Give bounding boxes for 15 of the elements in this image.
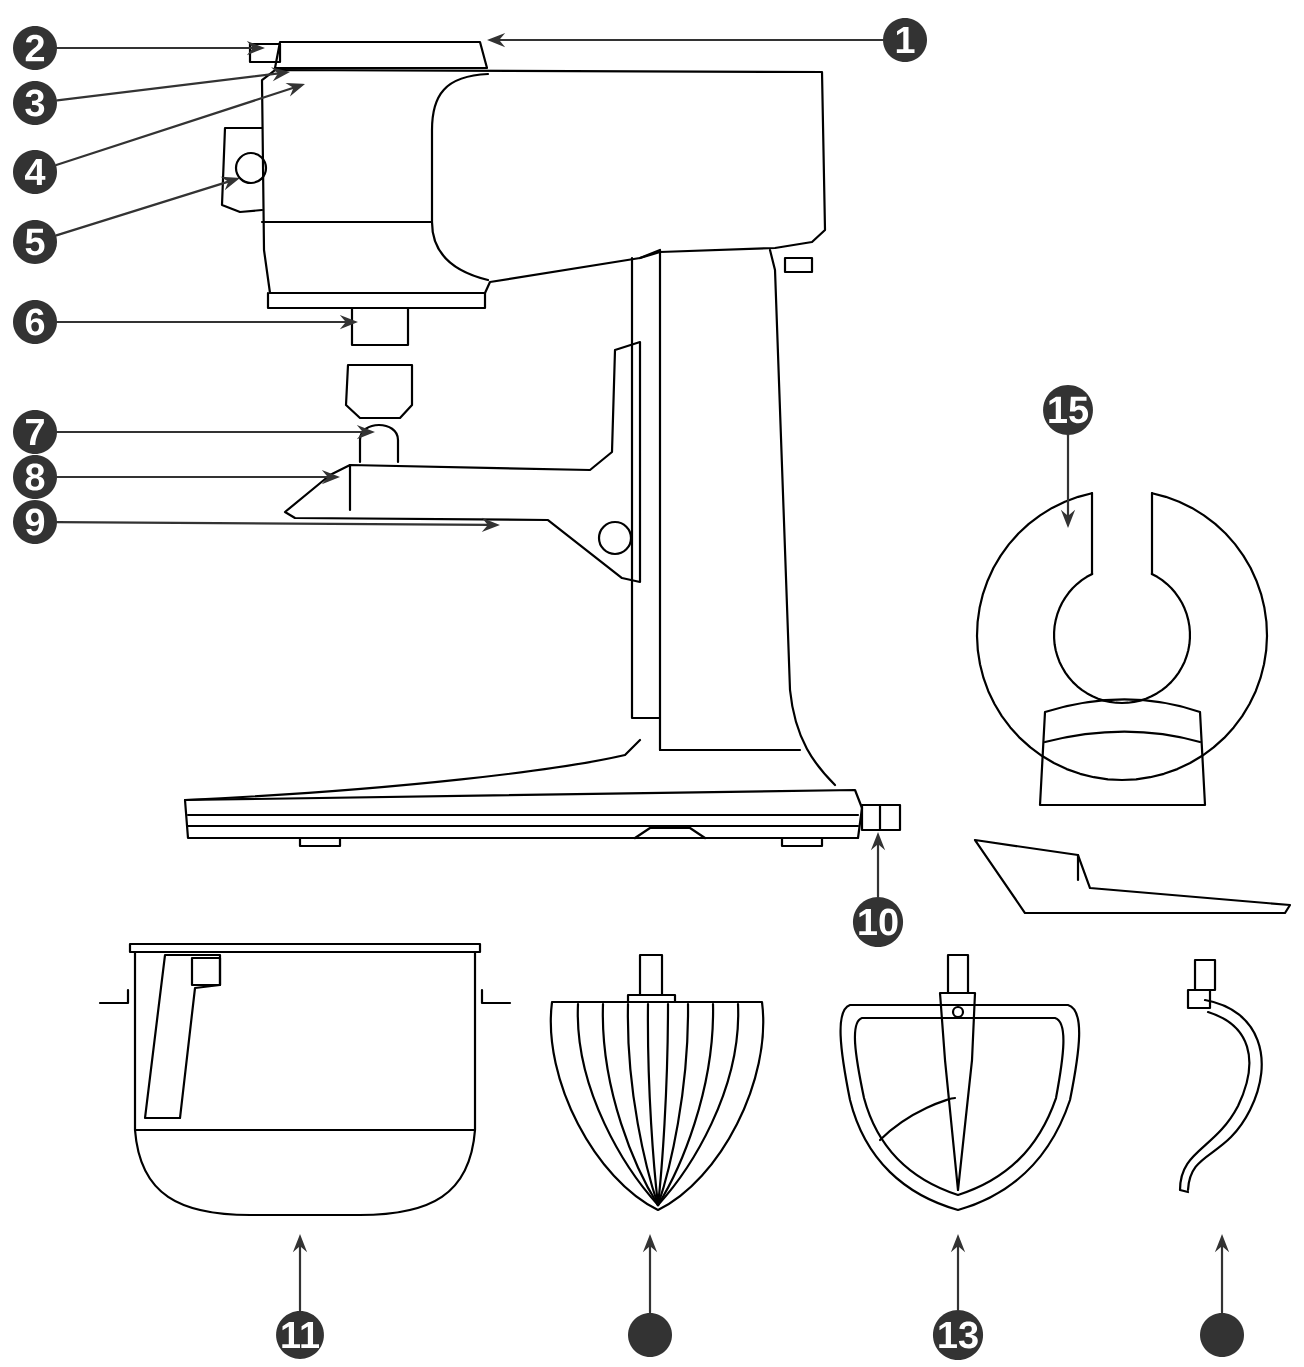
callout-number: 10 — [852, 896, 904, 948]
callout-number: 4 — [13, 150, 57, 194]
callout-number: 1 — [883, 18, 927, 62]
callout-number: 9 — [13, 500, 57, 544]
callout-dot — [1200, 1313, 1244, 1357]
callout-number: 7 — [13, 410, 57, 454]
callout-number: 3 — [13, 81, 57, 125]
callout-number: 8 — [13, 455, 57, 499]
callout-number: 13 — [932, 1309, 984, 1361]
callout-number: 5 — [13, 220, 57, 264]
callout-number: 11 — [276, 1311, 324, 1359]
callout-dot — [628, 1313, 672, 1357]
callout-number: 15 — [1043, 385, 1093, 435]
callout-number: 6 — [13, 300, 57, 344]
callout-number: 2 — [13, 26, 57, 70]
